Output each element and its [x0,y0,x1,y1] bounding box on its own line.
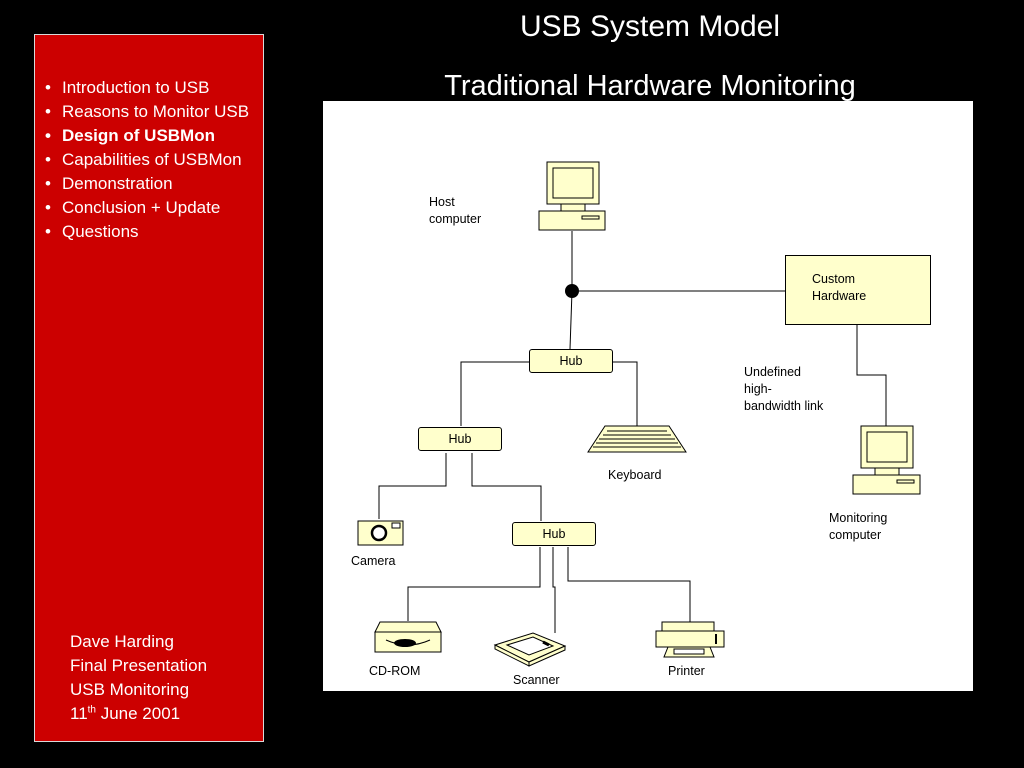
keyboard-label: Keyboard [608,468,662,482]
author-name: Dave Harding [70,632,174,651]
sidebar: Introduction to USB Reasons to Monitor U… [34,34,264,742]
date-rest: June 2001 [96,704,181,723]
cdrom-icon [374,621,442,653]
custom-hardware-label: Custom Hardware [812,272,867,303]
host-computer-icon [538,161,606,231]
monitoring-computer-label: Monitoring computer [829,511,888,542]
agenda-item-design[interactable]: Design of USBMon [45,124,260,148]
presentation-info: Dave Harding Final Presentation USB Moni… [70,630,207,726]
agenda-list: Introduction to USB Reasons to Monitor U… [45,76,260,244]
camera-icon [357,520,404,546]
date-day: 11 [70,704,88,723]
agenda-item-capabilities[interactable]: Capabilities of USBMon [45,148,260,172]
link-label: Undefined high- bandwidth link [744,365,824,413]
presentation-date: 11th June 2001 [70,702,207,726]
diagram-panel: Host computer Custom Hardware Hub Hub Hu… [323,101,973,691]
agenda-item-reasons[interactable]: Reasons to Monitor USB [45,100,260,124]
connection-lines [378,231,887,633]
monitoring-computer-icon [852,425,921,495]
slide-subtitle: Traditional Hardware Monitoring [444,70,856,102]
keyboard-icon [587,425,687,453]
junction-dot [565,284,579,298]
agenda-item-introduction[interactable]: Introduction to USB [45,76,260,100]
host-computer-label: Host computer [429,195,482,226]
custom-hardware-box [785,255,931,325]
hub-left: Hub [418,427,502,451]
agenda-item-conclusion[interactable]: Conclusion + Update [45,196,260,220]
hub-bottom: Hub [512,522,596,546]
cdrom-label: CD-ROM [369,664,421,678]
hub-top: Hub [529,349,613,373]
event-name: Final Presentation [70,656,208,675]
printer-label: Printer [668,664,705,678]
agenda-item-questions[interactable]: Questions [45,220,260,244]
scanner-label: Scanner [513,673,560,687]
camera-label: Camera [351,554,396,568]
agenda-item-demonstration[interactable]: Demonstration [45,172,260,196]
date-suffix: th [87,704,96,716]
printer-icon [655,621,725,658]
scanner-icon [493,632,567,667]
project-name: USB Monitoring [70,680,190,699]
slide-title: USB System Model [519,10,781,43]
